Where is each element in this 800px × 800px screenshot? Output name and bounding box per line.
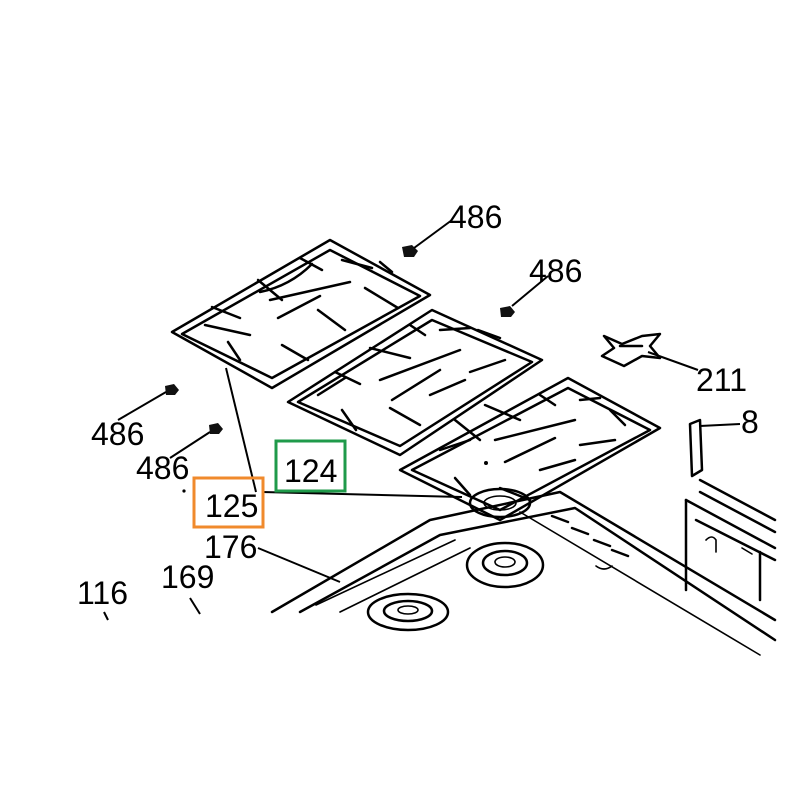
label-176: 176: [204, 529, 257, 565]
label-486-mid: 486: [529, 253, 582, 289]
label-211: 211: [696, 362, 747, 398]
highlight-box-124: [274, 439, 347, 493]
label-124: 124: [284, 453, 337, 489]
label-486-left-a: 486: [91, 416, 144, 452]
leader-124: [261, 491, 463, 498]
burner-rear: [465, 541, 545, 589]
label-486-top: 486: [449, 199, 502, 235]
clip-486-left-b: [169, 423, 223, 459]
leader-125: [225, 367, 257, 493]
control-slots: [550, 514, 630, 570]
pan-support-grid-right: [398, 376, 662, 522]
label-125: 125: [205, 488, 258, 524]
bracket-8: [688, 418, 741, 478]
highlight-box-125: [192, 476, 265, 529]
pan-support-grid-mid: [286, 308, 544, 457]
label-486-left-b: 486: [136, 450, 189, 486]
hob-top-plate: [270, 490, 777, 656]
burner-centre: [468, 487, 532, 519]
leader-169: [189, 597, 201, 615]
label-116: 116: [77, 575, 128, 611]
label-8: 8: [741, 404, 759, 440]
burner-front: [366, 592, 450, 632]
clip-486-left-a: [117, 384, 179, 421]
leader-116: [103, 611, 109, 621]
clip-486-top: [402, 219, 453, 257]
pan-support-grid-left: [170, 238, 432, 390]
side-panel: [684, 478, 777, 602]
leader-176: [257, 547, 341, 583]
label-169: 169: [161, 559, 214, 595]
burner-spider-211: [600, 332, 699, 371]
clip-486-mid: [500, 275, 549, 317]
